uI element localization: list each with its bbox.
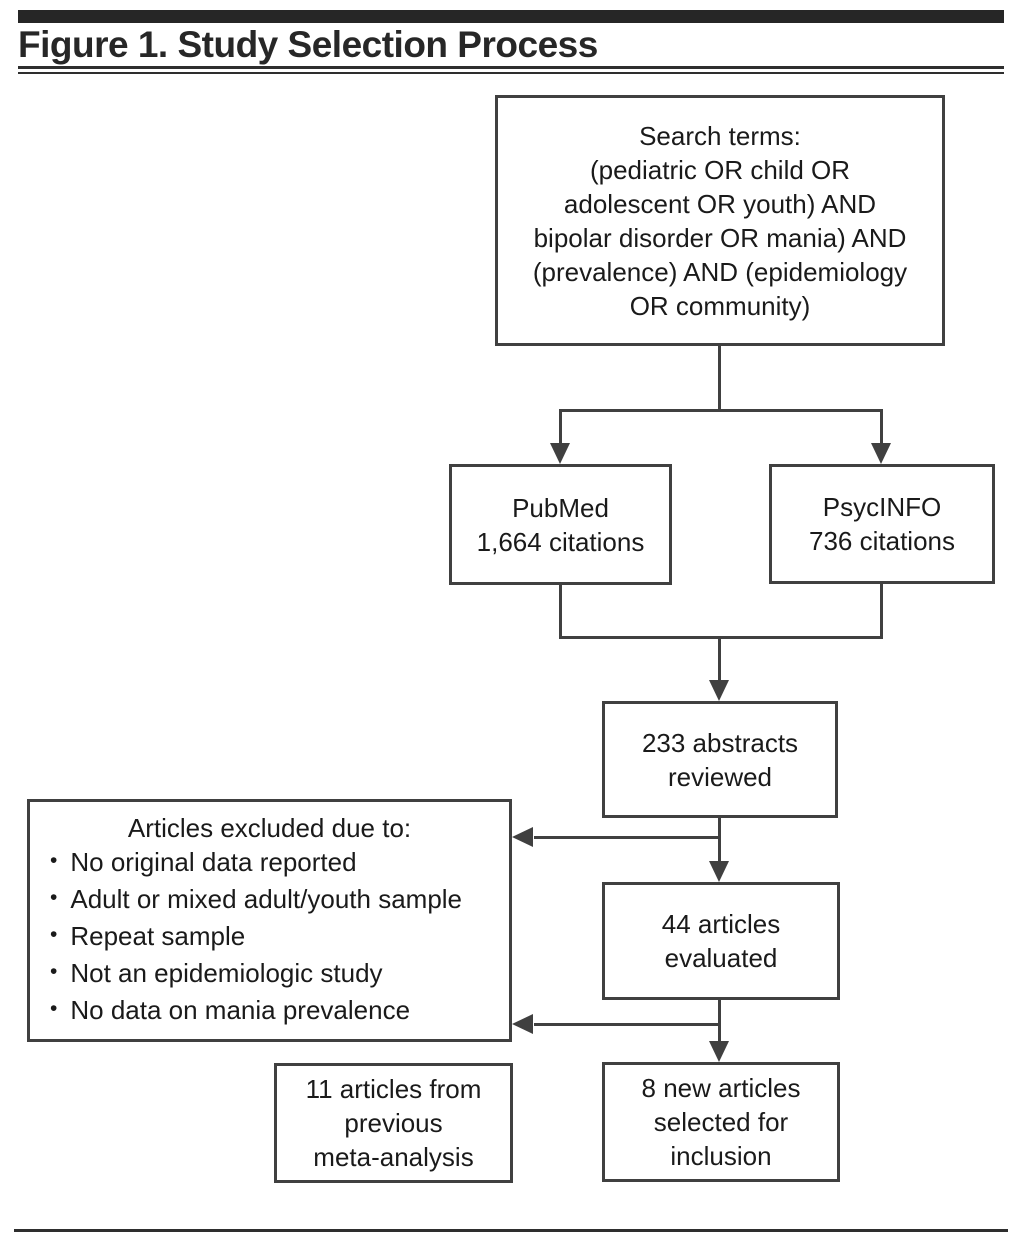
bullet-icon: • xyxy=(50,886,58,909)
bullet-icon: • xyxy=(50,923,58,946)
psycinfo-box: PsycINFO 736 citations xyxy=(769,464,995,584)
title-underline xyxy=(18,66,1004,74)
new-articles-selected-box: 8 new articles selected for inclusion xyxy=(602,1062,840,1182)
bottom-rule xyxy=(14,1229,1008,1232)
arrow-left-icon xyxy=(512,1014,533,1034)
abstracts-line: 233 abstracts xyxy=(641,727,799,758)
previous-line: previous xyxy=(344,1108,443,1138)
excluded-item-text: No original data reported xyxy=(70,847,357,877)
connector-pubmed-stem xyxy=(559,409,562,447)
connector-excluded-branch-2 xyxy=(534,1023,721,1026)
articles-evaluated-box: 44 articles evaluated xyxy=(602,882,840,1000)
search-terms-line: adolescent OR youth) AND xyxy=(563,188,877,219)
connector-search-down xyxy=(718,346,721,412)
previous-line: 11 articles from xyxy=(305,1074,482,1104)
excluded-articles-box: Articles excluded due to: • No original … xyxy=(27,799,512,1042)
bullet-icon: • xyxy=(50,849,58,872)
abstracts-line: reviewed xyxy=(667,761,773,792)
search-terms-line: bipolar disorder OR mania) AND xyxy=(533,222,907,253)
connector-split-horizontal xyxy=(559,409,883,412)
arrow-down-icon xyxy=(709,861,729,882)
excluded-item-text: Not an epidemiologic study xyxy=(70,958,383,988)
excluded-item: • Not an epidemiologic study xyxy=(30,956,509,993)
psycinfo-citations: 736 citations xyxy=(809,526,955,556)
arrow-down-icon xyxy=(550,443,570,464)
pubmed-line: PubMed xyxy=(512,492,609,523)
connector-evaluated-down xyxy=(718,1000,721,1044)
pubmed-citations: 1,664 citations xyxy=(476,526,645,557)
connector-pubmed-out xyxy=(559,585,562,639)
excluded-item: • Repeat sample xyxy=(30,919,509,956)
connector-psycinfo-stem xyxy=(880,409,883,447)
excluded-item-text: Adult or mixed adult/youth sample xyxy=(70,884,463,914)
search-terms-line: (pediatric OR child OR xyxy=(589,154,851,185)
excluded-item: • No data on mania prevalence xyxy=(30,993,509,1030)
search-terms-line: OR community) xyxy=(629,290,811,321)
excluded-item-text: Repeat sample xyxy=(70,921,246,951)
excluded-item: • Adult or mixed adult/youth sample xyxy=(30,882,509,919)
arrow-down-icon xyxy=(871,443,891,464)
connector-psycinfo-out xyxy=(880,584,883,639)
pubmed-box: PubMed 1,664 citations xyxy=(449,464,672,585)
arrow-down-icon xyxy=(709,680,729,701)
arrow-left-icon xyxy=(512,827,533,847)
connector-excluded-branch-1 xyxy=(534,836,721,839)
selected-line: 8 new articles xyxy=(641,1073,801,1103)
bullet-icon: • xyxy=(50,960,58,983)
connector-merge-stem xyxy=(718,636,721,682)
psycinfo-line: PsycINFO xyxy=(822,492,942,522)
selected-line: inclusion xyxy=(670,1141,772,1171)
selected-line: selected for xyxy=(653,1107,789,1137)
excluded-item-text: No data on mania prevalence xyxy=(70,995,411,1025)
previous-meta-analysis-box: 11 articles from previous meta-analysis xyxy=(274,1063,513,1183)
evaluated-line: 44 articles xyxy=(661,909,781,939)
search-terms-box: Search terms: (pediatric OR child OR ado… xyxy=(495,95,945,346)
connector-merge-horizontal xyxy=(559,636,883,639)
excluded-heading: Articles excluded due to: xyxy=(127,813,412,843)
search-terms-line: (prevalence) AND (epidemiology xyxy=(532,256,908,287)
search-terms-line: Search terms: xyxy=(639,120,801,151)
previous-line: meta-analysis xyxy=(313,1142,474,1172)
evaluated-line: evaluated xyxy=(664,943,778,973)
top-rule xyxy=(18,10,1004,23)
connector-abstracts-down xyxy=(718,818,721,864)
abstracts-reviewed-box: 233 abstracts reviewed xyxy=(602,701,838,818)
arrow-down-icon xyxy=(709,1041,729,1062)
bullet-icon: • xyxy=(50,997,58,1020)
figure-title: Figure 1. Study Selection Process xyxy=(18,24,598,65)
excluded-item: • No original data reported xyxy=(30,845,509,882)
